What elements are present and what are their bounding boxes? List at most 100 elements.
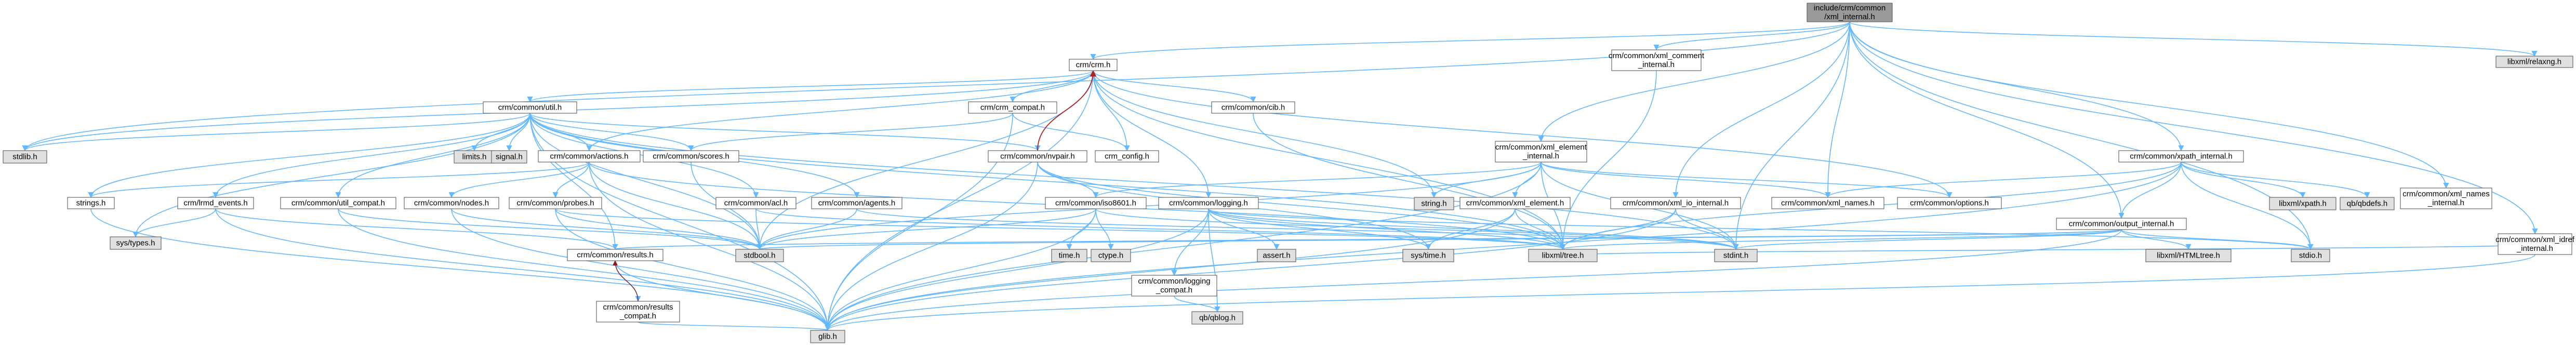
edge-util-to-glib [529,113,831,331]
node-string-h[interactable]: string.h [1414,197,1454,210]
node-stdio[interactable]: stdio.h [2291,249,2330,262]
node-cib[interactable]: crm/common/cib.h [1211,101,1295,114]
node-scores[interactable]: crm/common/scores.h [643,150,739,163]
edge-root-to-libxml_relaxng [1849,21,2538,57]
node-qblog[interactable]: qb/qblog.h [1191,311,1243,325]
node-label: crm/common/xml_names.h [1781,199,1875,208]
node-qb-qbdefs[interactable]: qb/qbdefs.h [2340,197,2395,210]
node-label: crm/common/xml_io_internal.h [1623,199,1729,208]
node-util[interactable]: crm/common/util.h [483,101,577,114]
node-time-h[interactable]: time.h [1051,249,1087,262]
edge-logging-to-libxml_tree [1208,208,1566,250]
edge-probes-to-stdbool [555,208,763,250]
edge-crm-to-cib [1093,70,1256,103]
node-options[interactable]: crm/common/options.h [1897,197,2002,209]
node-label: crm/common/xml_comment [1609,51,1705,60]
edge-root-to-stdint [1733,21,1850,250]
node-label: crm/common/nvpair.h [1000,152,1074,161]
node-util-compat[interactable]: crm/common/util_compat.h [280,197,396,209]
node-assert-h[interactable]: assert.h [1257,249,1296,262]
node-box [715,197,796,209]
edge-acl-to-libxml_tree [755,208,1566,250]
node-limits[interactable]: limits.h [454,150,495,164]
node-sys-types[interactable]: sys/types.h [110,236,162,250]
node-probes[interactable]: crm/common/probes.h [509,197,602,209]
node-actions[interactable]: crm/common/actions.h [538,150,641,163]
edge-logging-to-logging_compat [1171,208,1209,276]
node-glib[interactable]: glib.h [810,330,845,343]
edge-logging-to-stdio [1208,208,2314,250]
node-results-compat[interactable]: crm/common/results_compat.h [596,301,680,323]
node-output-internal[interactable]: crm/common/output_internal.h [2056,218,2187,230]
node-root[interactable]: include/crm/common/xml_internal.h [1807,3,1893,22]
node-libxml-HTMLtree[interactable]: libxml/HTMLtree.h [2145,249,2232,262]
edge-lrmd_events-to-results [215,208,618,250]
edge-xml_idref-to-libxml_tree [1561,244,2535,257]
node-box [177,197,254,209]
node-box [988,150,1087,163]
edge-nvpair-to-iso8601 [1037,162,1099,198]
node-box [1257,249,1296,262]
node-stdint[interactable]: stdint.h [1714,249,1758,262]
node-label: _internal.h [2427,198,2464,207]
node-signal[interactable]: signal.h [491,150,527,164]
node-strings[interactable]: strings.h [67,197,115,209]
edge-util-to-stdlib [22,113,530,152]
edge-util-to-results [529,113,618,250]
node-box [2498,233,2572,255]
node-xpath-internal[interactable]: crm/common/xpath_internal.h [2118,150,2244,163]
node-results[interactable]: crm/common/results.h [567,249,663,261]
node-logging-compat[interactable]: crm/common/logging_compat.h [1131,275,1217,297]
node-libxml-xpath[interactable]: libxml/xpath.h [2269,197,2336,210]
node-xml-io-internal[interactable]: crm/common/xml_io_internal.h [1610,197,1741,209]
node-box [1771,197,1884,209]
node-box [1402,249,1454,262]
edge-logging-to-assert_h [1208,208,1280,250]
node-label: glib.h [818,332,837,341]
edge-cib-to-libxml_tree [1253,113,1566,250]
node-stdbool[interactable]: stdbool.h [735,249,784,262]
node-label: qb/qblog.h [1199,314,1236,323]
node-libxml-tree[interactable]: libxml/tree.h [1528,249,1598,262]
node-box [1495,141,1587,163]
node-box [1897,197,2002,209]
node-label: crm/common/acl.h [724,199,788,208]
node-label: time.h [1059,251,1080,260]
edge-crm-to-util [527,70,1094,103]
node-lrmd-events[interactable]: crm/lrmd_events.h [177,197,254,209]
node-ctype-h[interactable]: ctype.h [1091,249,1131,262]
edge-output_internal-to-stdint [1733,229,2122,250]
edge-root-to-crm [1090,21,1850,60]
node-xml-element[interactable]: crm/common/xml_element_internal.h [1495,141,1587,163]
node-label: sys/types.h [116,239,155,248]
node-iso8601[interactable]: crm/common/iso8601.h [1045,197,1147,209]
node-label: libxml/HTMLtree.h [2157,251,2220,260]
node-xml-comment[interactable]: crm/common/xml_comment_internal.h [1609,49,1705,71]
node-xml-idref[interactable]: crm/common/xml_idref_internal.h [2495,233,2575,255]
node-acl[interactable]: crm/common/acl.h [715,197,796,209]
node-box [2145,249,2232,262]
edge-results_compat-to-glib [638,322,831,331]
edge-crm_compat-to-glib [825,113,1013,331]
node-crm-compat[interactable]: crm/crm_compat.h [968,101,1057,114]
node-xml-element-h[interactable]: crm/common/xml_element.h [1459,197,1571,209]
edge-iso8601-to-glib [825,208,1096,331]
node-logging[interactable]: crm/common/logging.h [1158,197,1259,209]
node-xml-names-internal[interactable]: crm/common/xml_names_internal.h [2400,188,2492,209]
node-box [1069,59,1118,71]
node-box [3,150,47,164]
node-box [1610,197,1741,209]
node-crm-config[interactable]: crm_config.h [1095,150,1159,163]
node-sys-time[interactable]: sys/time.h [1402,249,1454,262]
node-label: crm/common/util.h [498,103,562,112]
edge-xml_io_internal-to-glib [825,208,1676,331]
node-box [2291,249,2330,262]
node-nodes[interactable]: crm/common/nodes.h [404,197,499,209]
node-crm[interactable]: crm/crm.h [1069,59,1118,71]
node-nvpair[interactable]: crm/common/nvpair.h [988,150,1087,163]
node-libxml-relaxng[interactable]: libxml/relaxng.h [2495,56,2573,68]
node-label: crm/common/probes.h [516,199,594,208]
node-agents[interactable]: crm/common/agents.h [811,197,902,209]
node-stdlib[interactable]: stdlib.h [3,150,47,164]
node-xml-names[interactable]: crm/common/xml_names.h [1771,197,1884,209]
